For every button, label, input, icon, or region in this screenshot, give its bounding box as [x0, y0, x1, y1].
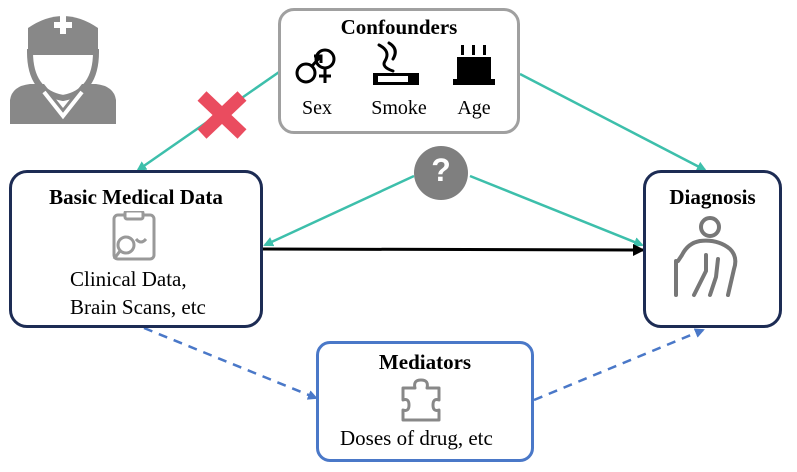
confounder-smoke-label: Smoke [371, 97, 427, 119]
question-badge [414, 146, 468, 200]
cigarette-icon [373, 41, 419, 85]
arrow-question-to-diagnosis [469, 174, 644, 247]
puzzle-piece-icon [401, 378, 441, 422]
mediators-title: Mediators [378, 350, 472, 374]
mediators-body: Doses of drug, etc [340, 426, 493, 450]
gender-icon [295, 48, 336, 84]
arrow-confounders-to-diagnosis [519, 72, 707, 172]
diagnosis-box: Diagnosis [643, 170, 782, 328]
blocked-x-icon [197, 91, 247, 139]
question-mark: ? [431, 152, 451, 188]
confounders-title: Confounders [340, 15, 458, 39]
doctor-icon [10, 16, 116, 124]
basic-medical-data-title: Basic Medical Data [49, 185, 223, 209]
confounders-box: Confounders Sex Smoke Age [278, 8, 520, 134]
cake-icon [453, 45, 495, 85]
confounder-sex-label: Sex [302, 97, 332, 119]
basic-medical-data-line2: Brain Scans, etc [70, 295, 206, 319]
elderly-person-icon [674, 216, 738, 297]
clipboard-search-icon [112, 211, 156, 261]
arrow-mediators-to-diagnosis [533, 328, 705, 402]
basic-medical-data-line1: Clinical Data, [70, 267, 187, 291]
arrow-question-to-basic [263, 174, 415, 247]
basic-medical-data-box: Basic Medical Data Clinical Data, Brain … [9, 170, 263, 328]
arrow-basic-to-mediators [143, 326, 318, 400]
mediators-box: Mediators Doses of drug, etc [316, 341, 534, 462]
diagnosis-title: Diagnosis [669, 185, 756, 209]
confounder-age-label: Age [457, 97, 491, 119]
arrow-basic-to-diagnosis [262, 243, 645, 256]
